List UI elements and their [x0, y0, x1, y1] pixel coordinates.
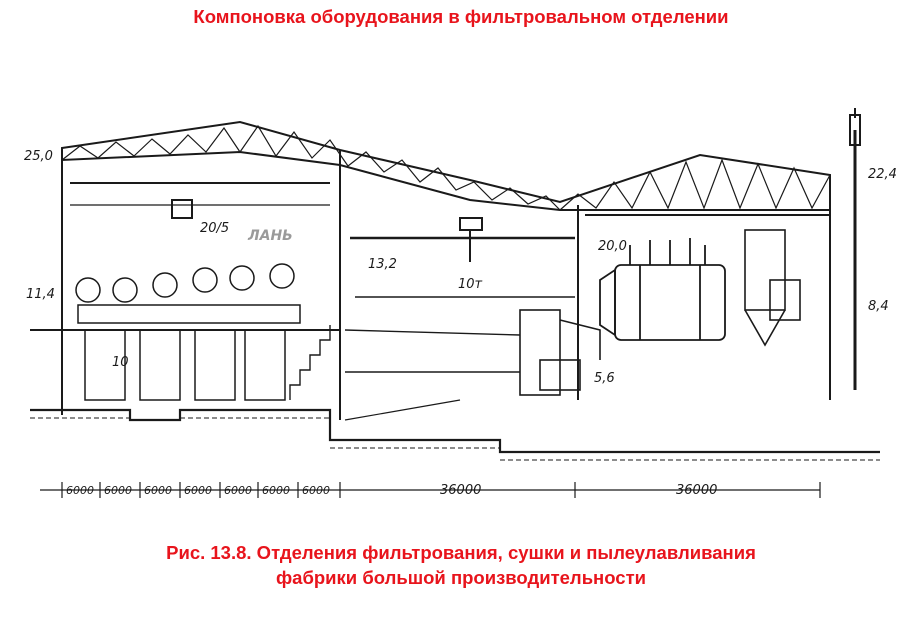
- elevation-mid-floor: 13,2: [368, 257, 397, 272]
- elevation-right-mid: 8,4: [868, 299, 889, 314]
- dimension-3: 6000: [144, 484, 172, 497]
- figure-caption: Рис. 13.8. Отделения фильтрования, сушки…: [60, 540, 862, 590]
- page-title: Компоновка оборудования в фильтровальном…: [193, 6, 729, 27]
- dryer-drum: [599, 238, 726, 341]
- dryer-label: 5,6: [594, 371, 615, 386]
- dimension-2: 6000: [104, 484, 132, 497]
- elevation-left-mid: 11,4: [26, 287, 55, 302]
- left-roof-chord: [61, 120, 831, 211]
- caption-line-2: фабрики большой производительности: [275, 567, 647, 588]
- watermark-lan: ЛАНЬ: [247, 228, 293, 244]
- dimension-5: 6000: [224, 484, 252, 497]
- dimension-8: 36000: [440, 483, 481, 498]
- dimension-9: 36000: [676, 483, 717, 498]
- dimension-4: 6000: [184, 484, 212, 497]
- dimension-1: 6000: [66, 484, 94, 497]
- dust-collectors: [519, 229, 801, 396]
- caption-line-1: Рис. 13.8. Отделения фильтрования, сушки…: [166, 542, 756, 563]
- vacuum-filters: [75, 263, 301, 401]
- filter-label: 10: [112, 355, 129, 370]
- elevation-left-roof: 25,0: [24, 149, 53, 164]
- dimension-7: 6000: [302, 484, 330, 497]
- hoist-capacity-label: 10т: [458, 277, 483, 292]
- dimension-6: 6000: [262, 484, 290, 497]
- truss-webs: [61, 124, 831, 211]
- crane-capacity-label: 20/5: [200, 221, 229, 236]
- elevation-right-roof: 22,4: [868, 167, 897, 182]
- elevation-mid-right: 20,0: [598, 239, 627, 254]
